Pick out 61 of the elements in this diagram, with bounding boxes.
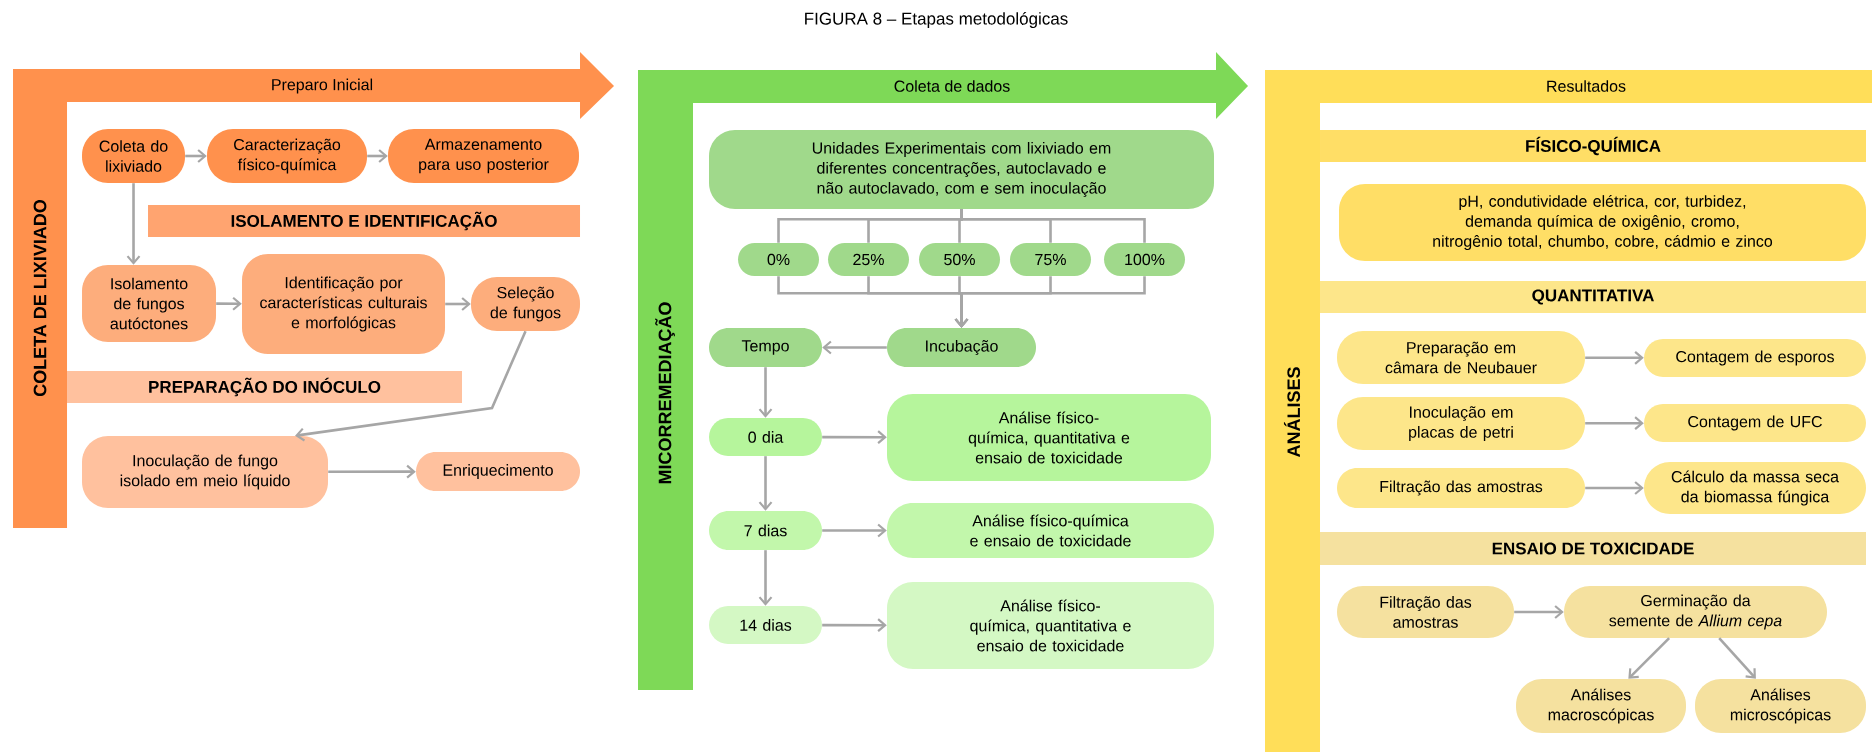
rounded-box: Caracterização físico-química [207,129,367,183]
rounded-box: Contagem de esporos [1644,339,1866,377]
rounded-box: 7 dias [709,511,822,550]
arrow [758,550,773,606]
rounded-box: Armazenamento para uso posterior [388,129,579,183]
arrow [1585,416,1644,431]
section-band: FÍSICO-QUÍMICA [1320,130,1866,162]
rounded-box: 50% [919,243,1000,276]
rounded-box: Incubação [887,328,1036,367]
rounded-box: 100% [1104,243,1185,276]
arrow [328,464,416,479]
arrow [1585,481,1644,495]
rounded-box: Enriquecimento [416,452,580,491]
rounded-box: Análises macroscópicas [1516,679,1686,733]
rounded-box: Identificação por características culturais e morfológicas [242,254,445,354]
arrow [126,183,141,265]
arrow [445,297,471,311]
arrow [822,618,887,633]
section-band: ENSAIO DE TOXICIDADE [1320,532,1866,565]
section-band: ISOLAMENTO E IDENTIFICAÇÃO [148,205,580,237]
rounded-box: Inoculação em placas de petri [1337,397,1585,450]
arrow [1718,637,1756,679]
rounded-box: Análise físico-química, quantitativa e ensaio de toxicidade [887,582,1214,669]
arrow [1585,350,1644,365]
arrow [954,276,1146,328]
arrow [822,340,887,355]
rounded-box: Inoculação de fungo isolado em meio líquido [82,436,328,508]
rounded-box: Coleta do lixiviado [82,129,185,183]
section-band: PREPARAÇÃO DO INÓCULO [67,371,462,403]
rounded-box: Germinação da semente de Allium cepa [1564,586,1827,638]
rounded-box: Filtração das amostras [1337,468,1585,508]
arrow [367,149,388,163]
rounded-box: Análise físico-química e ensaio de toxicidade [887,503,1214,558]
arrow [822,523,887,538]
rounded-box: 0 dia [709,418,822,456]
arrow [185,149,207,163]
rounded-box: pH, condutividade elétrica, cor, turbidez, demanda química de oxigênio, cromo, nitrogênio total, chumbo, cobre, cádmio e zinco [1339,184,1866,261]
rounded-box: Filtração das amostras [1337,586,1514,638]
rounded-box: 0% [738,243,819,276]
arrow [295,330,527,442]
arrow [822,430,887,445]
rounded-box: Análise físico-química, quantitativa e ensaio de toxicidade [887,394,1211,481]
connector-line [960,209,1146,243]
rounded-box: 25% [828,243,909,276]
rounded-box: Seleção de fungos [471,277,580,331]
rounded-box: Preparação em câmara de Neubauer [1337,331,1585,384]
arrow [1628,637,1671,679]
arrow [216,296,242,311]
arrow [758,367,773,418]
arrow [1514,605,1564,619]
rounded-box: Análises microscópicas [1695,679,1866,733]
rounded-box: 75% [1010,243,1091,276]
rounded-box: Contagem de UFC [1644,404,1866,442]
rounded-box: Isolamento de fungos autóctones [82,265,216,342]
rounded-box: 14 dias [709,606,822,644]
rounded-box: Cálculo da massa seca da biomassa fúngica [1644,462,1866,514]
figure-title: FIGURA 8 – Etapas metodológicas [805,12,1068,28]
arrow [758,456,773,511]
section-band: QUANTITATIVA [1320,281,1866,313]
rounded-box: Tempo [709,328,822,367]
rounded-box: Unidades Experimentais com lixiviado em diferentes concentrações, autoclavado e não autoclavado, com e sem inoculação [709,130,1214,209]
